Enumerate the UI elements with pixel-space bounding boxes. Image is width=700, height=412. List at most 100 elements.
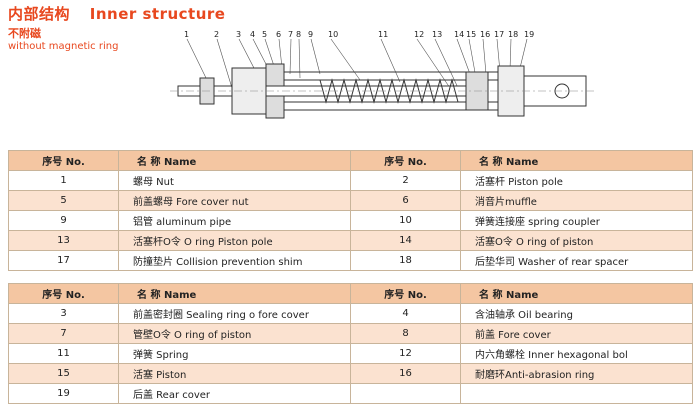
table-header-row: 序号 No. 名 称 Name 序号 No. 名 称 Name: [8, 283, 693, 304]
subtitle-cn: 不附磁: [8, 27, 41, 40]
callout-leader: [186, 38, 208, 81]
part-name: [460, 383, 693, 404]
callout-leader: [216, 38, 233, 89]
part-number: 13: [8, 230, 119, 251]
part-number: 5: [8, 190, 119, 211]
callout-label: 9: [308, 30, 313, 39]
callout-label: 4: [250, 30, 255, 39]
header: 内部结构 Inner structure 不附磁 without magneti…: [8, 3, 225, 52]
callout-label: 18: [508, 30, 518, 39]
part-name: 后垫华司 Washer of rear spacer: [460, 250, 693, 271]
callout-leader: [456, 38, 471, 75]
callout-label: 10: [328, 30, 338, 39]
col-name: 名 称 Name: [118, 150, 351, 171]
col-no: 序号 No.: [8, 150, 119, 171]
part-name: 耐磨环Anti-abrasion ring: [460, 363, 693, 384]
callout-label: 16: [480, 30, 490, 39]
callout-leader: [380, 38, 401, 83]
callout-label: 2: [214, 30, 219, 39]
page-title: 内部结构 Inner structure: [8, 3, 225, 24]
col-name: 名 称 Name: [118, 283, 351, 304]
part-number: 17: [8, 250, 119, 271]
part-number: [350, 383, 461, 404]
callout-leader: [238, 38, 257, 73]
subtitle-en: without magnetic ring: [8, 41, 119, 52]
part-name: 活塞杆O令 O ring Piston pole: [118, 230, 351, 251]
col-name: 名 称 Name: [460, 150, 693, 171]
part-name: 活塞 Piston: [118, 363, 351, 384]
callout-label: 3: [236, 30, 241, 39]
callout-leader: [519, 38, 528, 69]
part-name: 前盖 Fore cover: [460, 323, 693, 344]
callout-label: 5: [262, 30, 267, 39]
callout-leader: [509, 38, 512, 71]
part-name: 防撞垫片 Collision prevention shim: [118, 250, 351, 271]
callout-leader: [416, 38, 451, 89]
part-number: 10: [350, 210, 461, 231]
part-name: 管壁O令 O ring of piston: [118, 323, 351, 344]
part-number: 4: [350, 303, 461, 324]
callout-label: 19: [524, 30, 534, 39]
part-number: 3: [8, 303, 119, 324]
part-name: 活塞O令 O ring of piston: [460, 230, 693, 251]
callout-label: 12: [414, 30, 424, 39]
part-name: 活塞杆 Piston pole: [460, 170, 693, 191]
part-name: 螺母 Nut: [118, 170, 351, 191]
callout-label: 1: [184, 30, 189, 39]
part-name: 前盖螺母 Fore cover nut: [118, 190, 351, 211]
part-name: 内六角螺栓 Inner hexagonal bol: [460, 343, 693, 364]
part-number: 14: [350, 230, 461, 251]
callout-leader: [310, 38, 321, 75]
part-number: 6: [350, 190, 461, 211]
callout-label: 7: [288, 30, 293, 39]
col-name: 名 称 Name: [460, 283, 693, 304]
callout-leader: [482, 38, 487, 75]
part-number: 15: [8, 363, 119, 384]
part-name: 前盖密封圈 Sealing ring o fore cover: [118, 303, 351, 324]
col-no: 序号 No.: [8, 283, 119, 304]
callout-leader: [264, 38, 275, 67]
part-name: 弹簧 Spring: [118, 343, 351, 364]
part-name: 含油轴承 Oil bearing: [460, 303, 693, 324]
title-cn: 内部结构: [8, 5, 71, 23]
part-number: 7: [8, 323, 119, 344]
part-number: 9: [8, 210, 119, 231]
callout-label: 13: [432, 30, 442, 39]
callout-label: 8: [296, 30, 301, 39]
part-number: 19: [8, 383, 119, 404]
callout-label: 14: [454, 30, 464, 39]
callout-leader: [252, 38, 269, 69]
title-en: Inner structure: [89, 5, 226, 23]
callout-leader: [330, 38, 361, 81]
callout-leader: [434, 38, 461, 93]
part-number: 1: [8, 170, 119, 191]
callout-leader: [278, 38, 283, 69]
part-number: 12: [350, 343, 461, 364]
col-no: 序号 No.: [350, 283, 461, 304]
part-number: 16: [350, 363, 461, 384]
part-number: 2: [350, 170, 461, 191]
part-name: 后盖 Rear cover: [118, 383, 351, 404]
table-header-row: 序号 No. 名 称 Name 序号 No. 名 称 Name: [8, 150, 693, 171]
callout-label: 15: [466, 30, 476, 39]
callout-label: 17: [494, 30, 504, 39]
col-no: 序号 No.: [350, 150, 461, 171]
callout-leader: [289, 38, 292, 75]
callout-label: 11: [378, 30, 388, 39]
part-number: 11: [8, 343, 119, 364]
part-number: 18: [350, 250, 461, 271]
part-name: 铝管 aluminum pipe: [118, 210, 351, 231]
part-name: 消音片muffle: [460, 190, 693, 211]
